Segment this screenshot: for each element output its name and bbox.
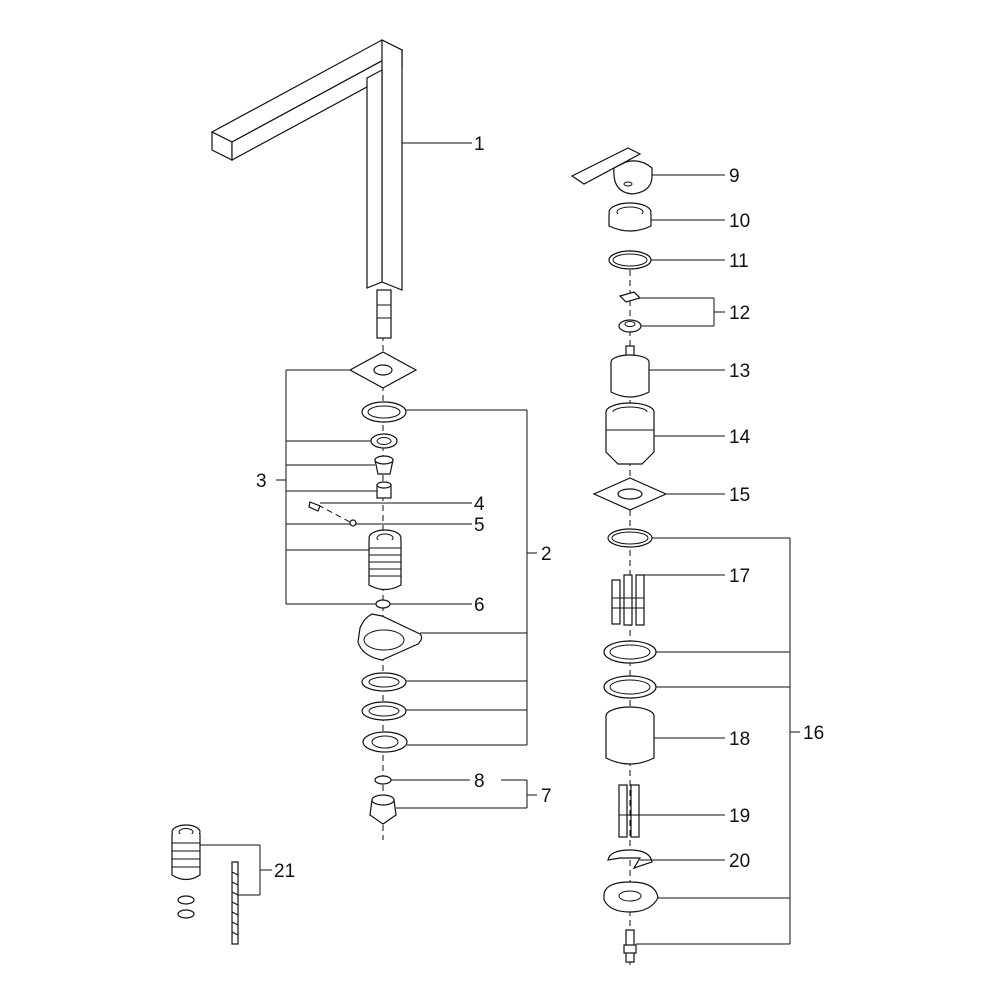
spout-part bbox=[210, 39, 404, 339]
ring bbox=[374, 775, 392, 785]
callout-20: 20 bbox=[729, 851, 750, 872]
callout-11: 11 bbox=[729, 251, 749, 272]
triangular-gasket bbox=[357, 613, 423, 661]
clip-plate bbox=[607, 849, 653, 870]
callout-6: 6 bbox=[474, 595, 485, 616]
callout-17: 17 bbox=[729, 566, 750, 587]
bolt bbox=[623, 929, 637, 963]
callout-1: 1 bbox=[474, 134, 485, 155]
ring bbox=[370, 433, 398, 449]
small-ring bbox=[375, 599, 391, 609]
threaded-body bbox=[368, 529, 402, 591]
callout-16: 16 bbox=[803, 723, 824, 744]
callout-2: 2 bbox=[541, 544, 552, 565]
callout-9: 9 bbox=[729, 166, 740, 187]
cartridge bbox=[610, 345, 650, 398]
callout-7: 7 bbox=[541, 786, 552, 807]
callout-18: 18 bbox=[729, 729, 750, 750]
spout-assembly bbox=[210, 39, 537, 840]
callout-labels: 1 2 3 4 5 6 7 8 9 10 11 12 13 14 15 16 1… bbox=[256, 134, 824, 882]
callout-15: 15 bbox=[729, 485, 750, 506]
small-ring bbox=[349, 519, 357, 527]
callout-4: 4 bbox=[474, 494, 485, 515]
callout-14: 14 bbox=[729, 427, 751, 448]
hose-connectors bbox=[611, 574, 645, 626]
sleeve bbox=[605, 402, 655, 465]
callout-5: 5 bbox=[474, 515, 485, 536]
callout-10: 10 bbox=[729, 211, 750, 232]
callout-19: 19 bbox=[729, 806, 750, 827]
cartridge-assembly bbox=[570, 147, 800, 965]
bracket-plate bbox=[603, 881, 659, 913]
callout-8: 8 bbox=[474, 771, 485, 792]
housing-cylinder bbox=[605, 706, 655, 765]
callout-12: 12 bbox=[729, 303, 750, 324]
callout-3: 3 bbox=[256, 471, 267, 492]
screw bbox=[308, 501, 351, 523]
ring bbox=[361, 401, 407, 423]
hose-connectors bbox=[618, 784, 640, 838]
callout-13: 13 bbox=[729, 361, 750, 382]
callout-21: 21 bbox=[274, 861, 295, 882]
lever-handle bbox=[570, 147, 653, 195]
clip bbox=[618, 291, 642, 303]
nut bbox=[362, 731, 408, 753]
mounting-set bbox=[171, 824, 272, 945]
